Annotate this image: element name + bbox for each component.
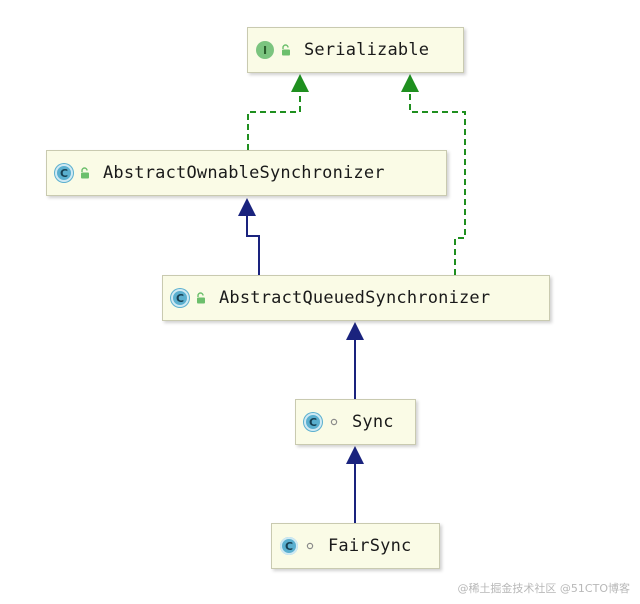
abstract-class-icon: C xyxy=(171,289,189,307)
abstract-class-icon: C xyxy=(304,413,322,431)
node-label: AbstractOwnableSynchronizer xyxy=(103,163,385,183)
node-serializable[interactable]: I Serializable xyxy=(247,27,464,73)
edge-aos-implements-serializable xyxy=(247,92,301,150)
node-abstract-ownable-synchronizer[interactable]: C AbstractOwnableSynchronizer xyxy=(46,150,447,196)
node-label: FairSync xyxy=(328,536,412,556)
node-label: AbstractQueuedSynchronizer xyxy=(219,288,491,308)
edge-aqs-extends-aos xyxy=(246,216,260,275)
node-label: Serializable xyxy=(304,40,430,60)
extends-arrowhead-icon xyxy=(238,198,256,216)
interface-icon: I xyxy=(256,41,274,59)
extends-arrowhead-icon xyxy=(346,322,364,340)
extends-arrowhead-icon xyxy=(346,446,364,464)
dot-icon xyxy=(304,540,316,552)
class-icon: C xyxy=(280,537,298,555)
unlocked-icon xyxy=(195,292,207,304)
unlocked-icon xyxy=(280,44,292,56)
node-fairsync[interactable]: C FairSync xyxy=(271,523,440,569)
implements-arrowhead-icon xyxy=(291,74,309,92)
node-label: Sync xyxy=(352,412,394,432)
unlocked-icon xyxy=(79,167,91,179)
node-abstract-queued-synchronizer[interactable]: C AbstractQueuedSynchronizer xyxy=(162,275,550,321)
node-sync[interactable]: C Sync xyxy=(295,399,416,445)
watermark-text: @稀土掘金技术社区 @51CTO博客 xyxy=(457,582,630,595)
abstract-class-icon: C xyxy=(55,164,73,182)
dot-icon xyxy=(328,416,340,428)
implements-arrowhead-icon xyxy=(401,74,419,92)
